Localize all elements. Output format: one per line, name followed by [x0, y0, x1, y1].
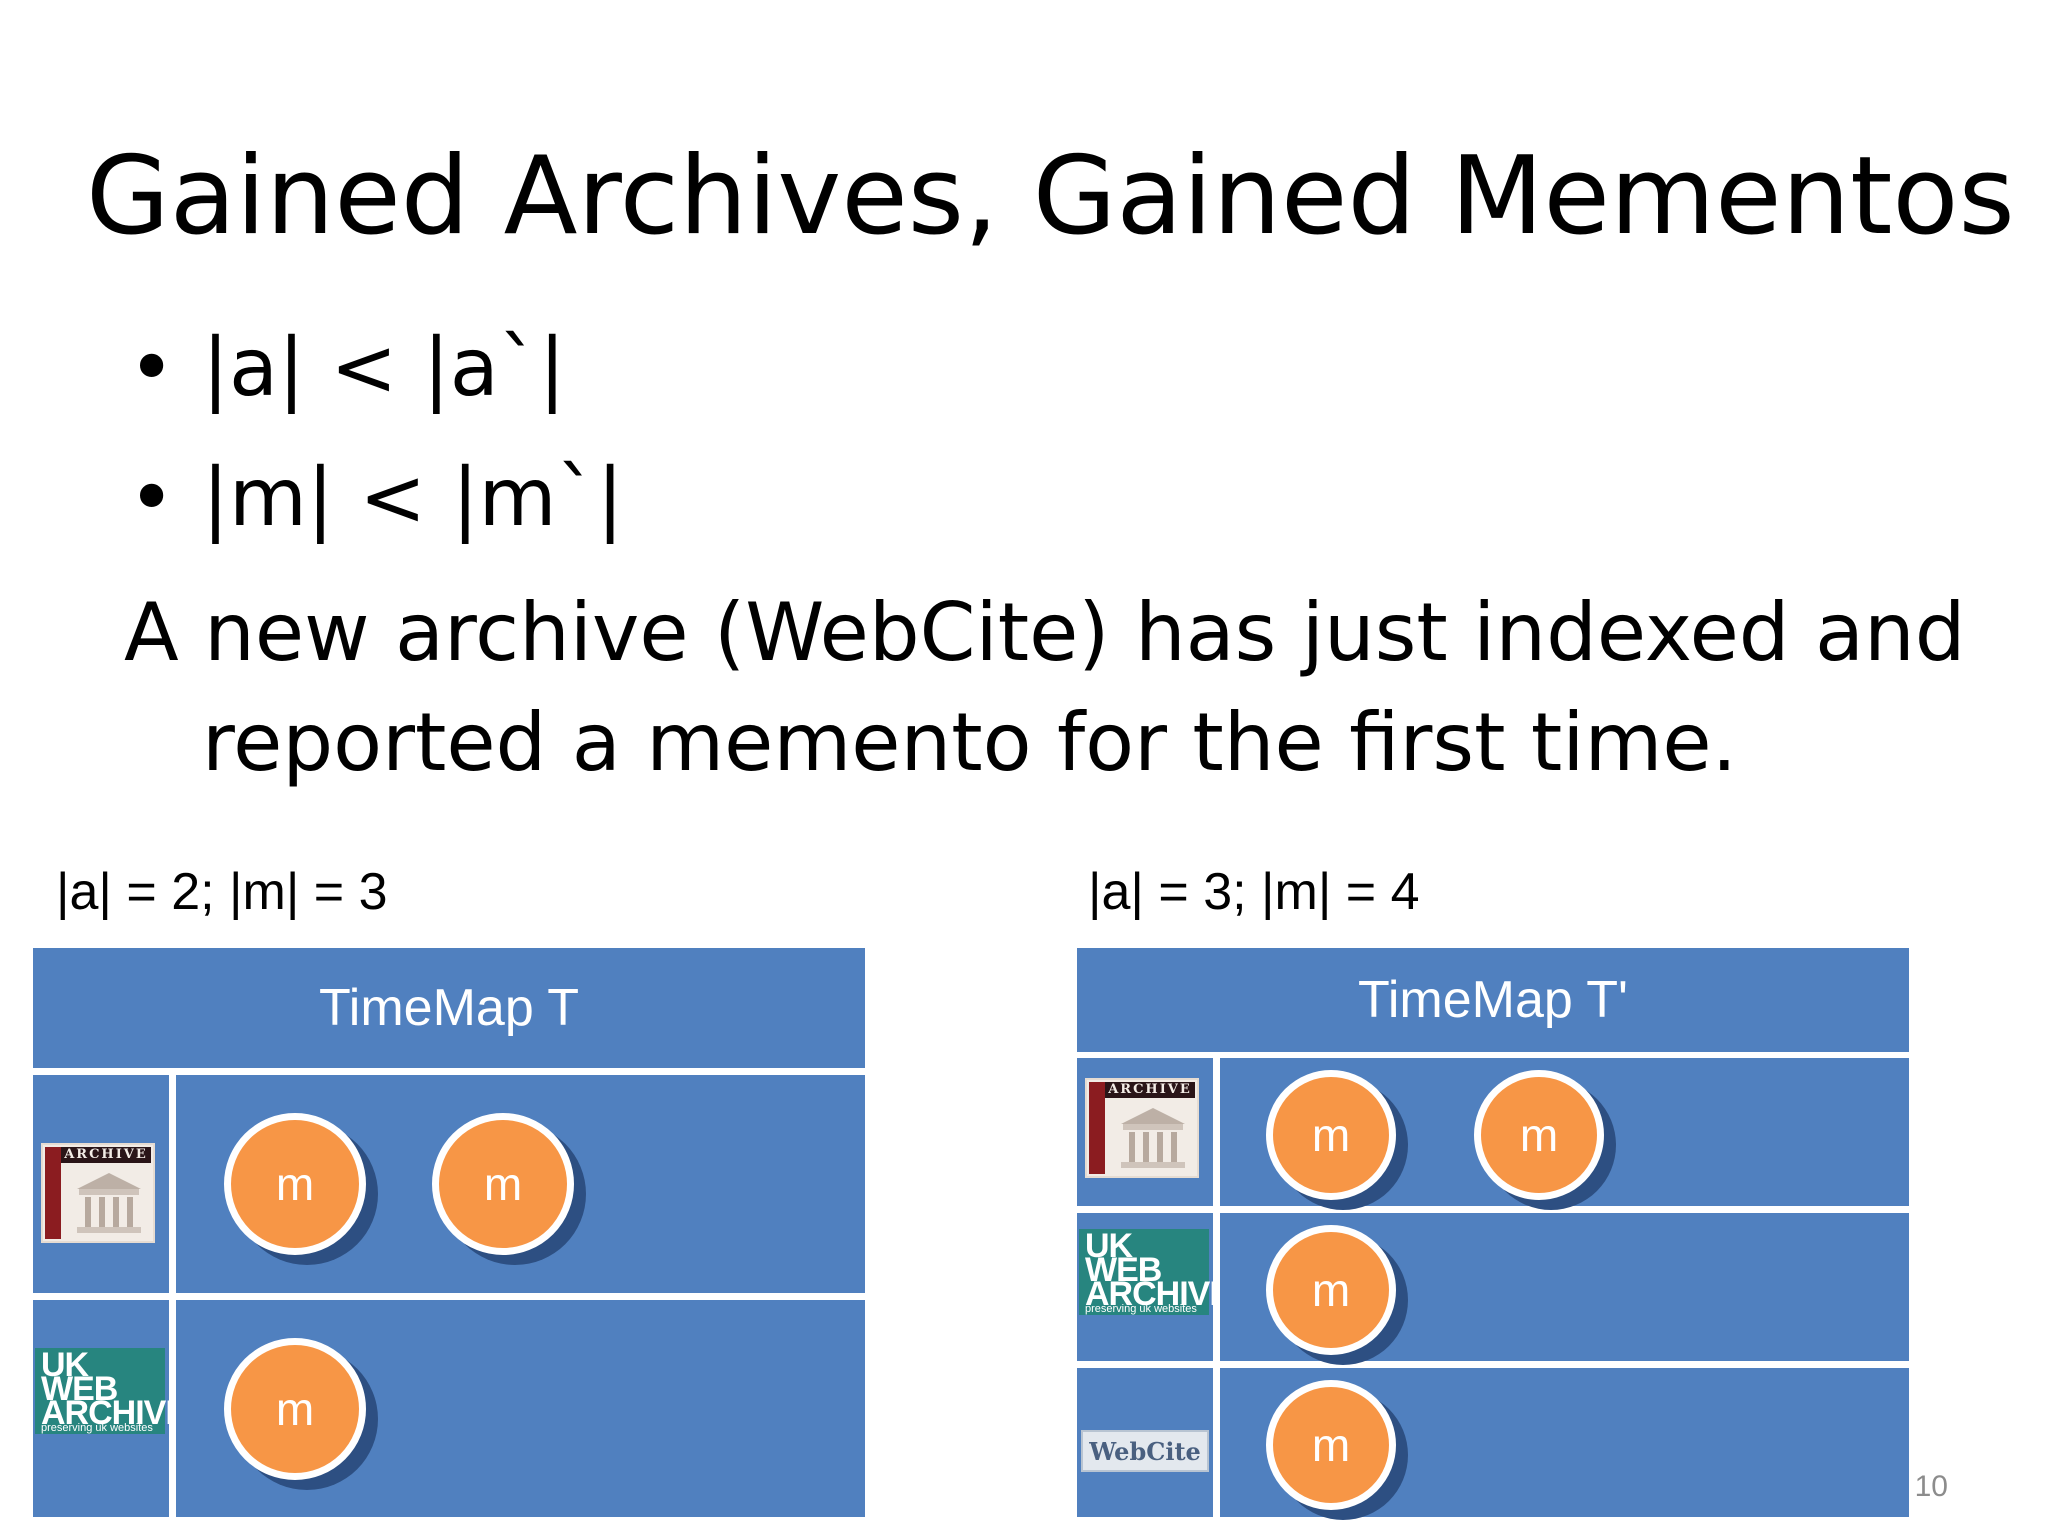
left-row-1-mementos-cell: m m [176, 1075, 865, 1293]
uk-web-archive-logo-text: ARCHIVE [41, 1394, 188, 1432]
left-row-2-archive-cell: UK WEB ARCHIVE preserving uk websites [33, 1300, 188, 1517]
bullet-text: |m| < |m`| [202, 451, 624, 544]
internet-archive-logo: ARCHIVE [41, 1143, 155, 1243]
left-row-2-mementos-cell: m [176, 1300, 865, 1517]
webcite-logo: WebCite [1081, 1430, 1209, 1472]
uk-web-archive-tagline: preserving uk websites [1085, 1303, 1197, 1315]
body-text-line-1: A new archive (WebCite) has just indexed… [124, 586, 1966, 679]
internet-archive-logo: ARCHIVE [1085, 1078, 1199, 1178]
memento-circle: m [1266, 1380, 1396, 1510]
internet-archive-side-band [1089, 1082, 1105, 1174]
uk-web-archive-tagline: preserving uk websites [41, 1422, 153, 1434]
right-row-2-archive-cell: UK WEB ARCHIVE preserving uk websites [1077, 1213, 1232, 1361]
right-timemap: TimeMap T' ARCHIVE m m UK WEB ARCHIVE pr… [1074, 945, 1912, 1520]
left-timemap-caption: |a| = 2; |m| = 3 [56, 863, 388, 921]
bullet-dot: • [128, 321, 176, 414]
right-row-3-mementos-cell: m [1220, 1368, 1909, 1517]
memento-circle: m [1266, 1225, 1396, 1355]
slide-title: Gained Archives, Gained Mementos [86, 134, 2015, 259]
right-row-1-mementos-cell: m m [1220, 1058, 1909, 1206]
internet-archive-logo-text: ARCHIVE [61, 1147, 151, 1163]
memento-circle: m [1266, 1070, 1396, 1200]
uk-web-archive-logo-text: ARCHIVE [1085, 1275, 1232, 1313]
archive-building-icon [77, 1173, 141, 1233]
right-row-2-mementos-cell: m [1220, 1213, 1909, 1361]
bullet-dot: • [128, 451, 176, 544]
archive-building-icon [1121, 1108, 1185, 1168]
uk-web-archive-logo-text: UK [1085, 1227, 1133, 1265]
uk-web-archive-logo: UK WEB ARCHIVE preserving uk websites [35, 1346, 188, 1434]
memento-circle: m [1474, 1070, 1604, 1200]
right-timemap-caption: |a| = 3; |m| = 4 [1088, 863, 1420, 921]
internet-archive-logo-text: ARCHIVE [1105, 1082, 1195, 1098]
bullet-archives: • |a| < |a`| [128, 320, 566, 416]
bullet-mementos: • |m| < |m`| [128, 450, 624, 546]
right-row-3-archive-cell: WebCite [1077, 1368, 1213, 1517]
left-timemap-header: TimeMap T [33, 948, 865, 1068]
uk-web-archive-logo: UK WEB ARCHIVE preserving uk websites [1079, 1227, 1232, 1315]
bullet-text: |a| < |a`| [202, 321, 566, 414]
body-text-line-2: reported a memento for the first time. [202, 696, 1738, 789]
left-row-1-archive-cell: ARCHIVE [33, 1075, 169, 1293]
right-timemap-header: TimeMap T' [1077, 948, 1909, 1052]
uk-web-archive-logo-text: WEB [1085, 1251, 1162, 1289]
uk-web-archive-logo-text: UK [41, 1346, 89, 1384]
right-row-1-archive-cell: ARCHIVE [1077, 1058, 1213, 1206]
memento-circle: m [224, 1338, 366, 1480]
page-number: 10 [1914, 1470, 1948, 1503]
memento-circle: m [224, 1113, 366, 1255]
internet-archive-side-band [45, 1147, 61, 1239]
left-timemap: TimeMap T ARCHIVE m m UK WEB ARCHIVE pre… [30, 945, 868, 1520]
uk-web-archive-logo-text: WEB [41, 1370, 118, 1408]
memento-circle: m [432, 1113, 574, 1255]
